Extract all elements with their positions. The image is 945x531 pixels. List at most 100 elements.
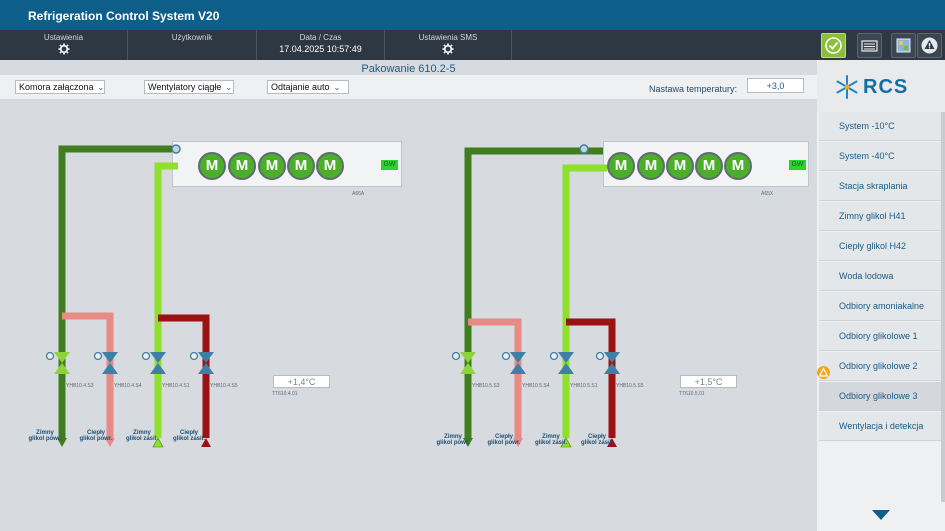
gw-indicator: GW xyxy=(789,160,806,170)
nav-item-glycol-consumers-3[interactable]: Odbiory glikolowe 3 xyxy=(819,382,943,411)
main-area: Pakowanie 610.2-5 Komora załączona⌄ Went… xyxy=(0,60,817,531)
app-title: Refrigeration Control System V20 xyxy=(28,9,220,23)
nav-item-glycol-consumers-1[interactable]: Odbiory glikolowe 1 xyxy=(819,322,943,351)
fan-motor-icon[interactable]: M xyxy=(198,152,226,180)
scroll-down-icon[interactable] xyxy=(872,510,890,520)
valve-tag: YHB10.5.S5 xyxy=(616,383,644,389)
pipe-label: Ciepły glikol zasil. xyxy=(580,434,613,446)
valve-tag: YHB10.5.S1 xyxy=(570,383,598,389)
warning-icon xyxy=(817,366,830,379)
valve-tag: YHB10.4.S3 xyxy=(66,383,94,389)
fans-select-value: Wentylatory ciągłe xyxy=(148,82,222,92)
fan-motor-icon[interactable]: M xyxy=(228,152,256,180)
fan-motor-icon[interactable]: M xyxy=(724,152,752,180)
temperature-tag: TT610.4.01 xyxy=(272,391,298,397)
nav-scrollbar[interactable] xyxy=(941,112,945,502)
nav-item-ice-water[interactable]: Woda lodowa xyxy=(819,262,943,291)
arrow-down-icon xyxy=(463,438,473,447)
chevron-down-icon: ⌄ xyxy=(97,83,105,92)
sms-settings-cell[interactable]: Ustawienia SMS xyxy=(385,30,512,60)
defrost-select[interactable]: Odtajanie auto⌄ xyxy=(267,80,349,94)
fans-select[interactable]: Wentylatory ciągłe⌄ xyxy=(144,80,234,94)
datetime-cell: Data / Czas 17.04.2025 10:57:49 xyxy=(257,30,385,60)
unit-tag: A65X xyxy=(761,191,774,197)
chamber-select[interactable]: Komora załączona⌄ xyxy=(15,80,105,94)
check-circle-icon xyxy=(825,37,842,54)
valve-icon xyxy=(141,351,166,374)
fan-motor-icon[interactable]: M xyxy=(287,152,315,180)
nav-item-cold-glycol-h41[interactable]: Zimny glikol H41 xyxy=(819,202,943,231)
defrost-select-value: Odtajanie auto xyxy=(271,82,330,92)
fan-motor-icon[interactable]: M xyxy=(666,152,694,180)
valve-tag: YHB10.4.S1 xyxy=(162,383,190,389)
pipe-label: Zimny glikol powr. xyxy=(436,434,470,446)
settings-label: Ustawienia xyxy=(43,33,84,42)
header-bar: Ustawienia Użytkownik Data / Czas 17.04.… xyxy=(0,30,945,60)
arrow-up-icon xyxy=(201,438,211,447)
user-cell[interactable]: Użytkownik xyxy=(128,30,257,60)
chamber-select-value: Komora załączona xyxy=(19,82,94,92)
alarms-button[interactable] xyxy=(917,33,942,58)
valve-icon xyxy=(93,351,118,374)
temperature-tag: TT610.5.01 xyxy=(679,391,705,397)
device-icon xyxy=(896,38,911,53)
cold-glycol-supply-pipe xyxy=(154,162,178,438)
sms-settings-label: Ustawienia SMS xyxy=(418,33,478,42)
arrow-down-icon xyxy=(105,438,115,447)
arrow-down-icon xyxy=(57,438,67,447)
gear-icon[interactable] xyxy=(442,43,454,55)
arrow-up-icon xyxy=(152,437,164,448)
nav-item-condensing-station[interactable]: Stacja skraplania xyxy=(819,172,943,201)
fan-motor-icon[interactable]: M xyxy=(695,152,723,180)
settings-cell[interactable]: Ustawienia xyxy=(0,30,128,60)
datetime-value: 17.04.2025 10:57:49 xyxy=(279,44,362,54)
arrow-up-icon xyxy=(560,437,572,448)
warning-icon xyxy=(921,37,938,54)
pipe-label: Zimny glikol zasil. xyxy=(534,434,567,446)
side-navigation: RCS System -10°C System -40°C Stacja skr… xyxy=(817,60,945,531)
valve-icon xyxy=(189,351,214,374)
nav-item-glycol-consumers-2[interactable]: Odbiory glikolowe 2 xyxy=(819,352,943,381)
valve-tag: YHB10.4.S4 xyxy=(114,383,142,389)
fan-motor-icon[interactable]: M xyxy=(637,152,665,180)
page-title: Pakowanie 610.2-5 xyxy=(361,63,456,75)
acknowledge-button[interactable] xyxy=(821,33,846,58)
temperature-value: +1,5°C xyxy=(680,375,737,388)
setpoint-label: Nastawa temperatury: xyxy=(649,84,738,94)
valve-icon xyxy=(451,351,476,374)
fan-motor-icon[interactable]: M xyxy=(316,152,344,180)
fan-motor-icon[interactable]: M xyxy=(258,152,286,180)
arrow-up-icon xyxy=(607,438,617,447)
valve-tag: YHB10.4.S5 xyxy=(210,383,238,389)
nav-item-warm-glycol-h42[interactable]: Ciepły glikol H42 xyxy=(819,232,943,261)
nav-item-system-minus40[interactable]: System -40°C xyxy=(819,142,943,171)
report-button[interactable] xyxy=(857,33,882,58)
arrow-down-icon xyxy=(513,438,523,447)
unit-2-pipes xyxy=(464,144,616,438)
datetime-label: Data / Czas xyxy=(299,33,342,42)
valve-icon xyxy=(595,351,620,374)
cold-glycol-return-pipe xyxy=(58,145,172,438)
report-icon xyxy=(861,40,878,52)
nav-item-ammonia-consumers[interactable]: Odbiory amoniakalne xyxy=(819,292,943,321)
unit-1-pipes xyxy=(58,144,210,438)
cold-glycol-supply-pipe xyxy=(562,164,607,438)
nav-item-system-minus10[interactable]: System -10°C xyxy=(819,112,943,141)
snowflake-icon xyxy=(836,75,858,99)
warm-glycol-supply-pipe xyxy=(158,314,210,438)
piping-diagram xyxy=(45,144,620,448)
valve-icon xyxy=(45,351,70,374)
valve-icon xyxy=(549,351,574,374)
devices-button[interactable] xyxy=(891,33,916,58)
warm-glycol-supply-pipe xyxy=(566,318,616,438)
gear-icon[interactable] xyxy=(58,43,70,55)
nav-item-ventilation-detection[interactable]: Wentylacja i detekcja xyxy=(819,412,943,441)
chevron-down-icon: ⌄ xyxy=(225,83,233,92)
fan-motor-icon[interactable]: M xyxy=(607,152,635,180)
logo: RCS xyxy=(817,60,945,112)
setpoint-input[interactable]: +3,0 xyxy=(747,78,804,93)
gw-indicator: GW xyxy=(381,160,398,170)
warm-glycol-return-pipe xyxy=(62,312,114,438)
sensor-icon xyxy=(171,144,181,154)
unit-tag: A66A xyxy=(352,191,365,197)
